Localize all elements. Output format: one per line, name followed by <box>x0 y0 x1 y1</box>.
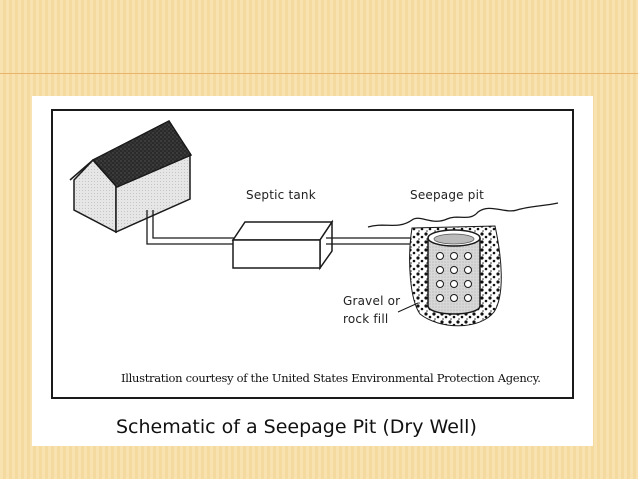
title-divider-line <box>0 73 638 74</box>
septic-tank-icon <box>231 219 334 271</box>
house-icon <box>69 120 193 234</box>
seepage-pit-diagram <box>69 120 559 327</box>
label-septic-tank: Septic tank <box>246 188 316 202</box>
ground-surface-line <box>367 202 559 228</box>
outlet-pipe <box>326 237 425 245</box>
label-seepage-pit: Seepage pit <box>410 188 485 202</box>
label-gravel-line2: rock fill <box>343 312 389 326</box>
seepage-pit-icon <box>427 229 481 315</box>
gravel-pointer-line <box>397 302 419 313</box>
figure-caption: Schematic of a Seepage Pit (Dry Well) <box>116 416 477 438</box>
inlet-pipe <box>146 210 236 245</box>
illustration-credit: Illustration courtesy of the United Stat… <box>121 371 541 385</box>
label-gravel-line1: Gravel or <box>343 294 401 308</box>
